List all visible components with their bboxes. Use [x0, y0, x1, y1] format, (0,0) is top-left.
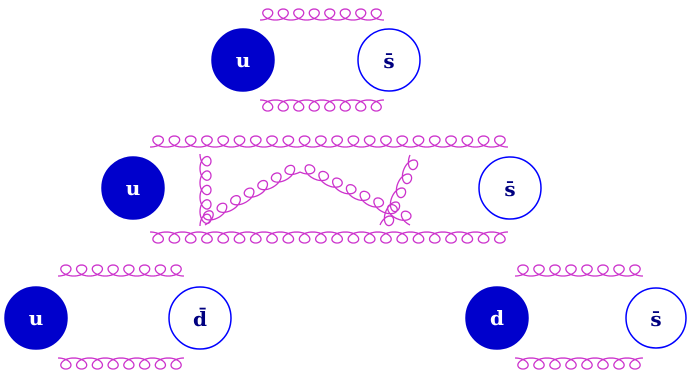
gluon-ud-upper — [57, 264, 185, 277]
gluon-top-lower — [259, 99, 385, 112]
antiquark-s-bar-label: s̄ — [383, 49, 394, 73]
antiquark-d-bar — [168, 286, 232, 350]
gluon-coil — [57, 357, 185, 370]
meson-us-bar-middle: u s̄ — [101, 135, 542, 244]
gluon-coil — [299, 164, 412, 226]
antiquark-s-bar — [625, 287, 687, 349]
quark-u-label: u — [236, 48, 251, 72]
gluon-coil — [199, 153, 212, 227]
gluon-coil — [149, 135, 509, 148]
gluon-coil — [379, 154, 419, 227]
quark-d — [465, 286, 529, 350]
gluon-mid-diag-2 — [299, 164, 412, 226]
quark-u — [4, 286, 68, 350]
gluon-mid-diag-3 — [379, 154, 419, 227]
antiquark-s-bar-label: s̄ — [650, 307, 661, 331]
gluon-coil — [149, 231, 509, 244]
antiquark-s-bar — [357, 28, 421, 92]
gluon-ud-lower — [57, 357, 185, 370]
gluon-ds-upper — [514, 264, 644, 277]
gluon-mid-left-vertical — [199, 153, 212, 227]
quark-u — [211, 28, 275, 92]
antiquark-s-bar-label: s̄ — [504, 177, 515, 201]
gluon-coil — [514, 357, 644, 370]
meson-ud-bar: u d̄ — [4, 264, 232, 370]
gluon-coil — [259, 8, 385, 21]
quark-u — [101, 156, 165, 220]
antiquark-d-bar-label: d̄ — [193, 306, 207, 331]
gluon-top-upper — [259, 8, 385, 21]
gluon-coil — [202, 164, 301, 226]
gluon-coil — [514, 264, 644, 277]
gluon-mid-lower — [149, 231, 509, 244]
gluon-mid-diag-1 — [202, 164, 301, 226]
meson-us-bar-top: u s̄ — [211, 8, 421, 112]
antiquark-s-bar — [478, 156, 542, 220]
quark-u-label: u — [29, 306, 44, 330]
quark-u-label: u — [126, 176, 141, 200]
gluon-coil — [259, 99, 385, 112]
gluon-mid-upper — [149, 135, 509, 148]
gluon-ds-lower — [514, 357, 644, 370]
meson-ds-bar: d s̄ — [465, 264, 687, 370]
quark-d-label: d — [490, 306, 504, 330]
gluon-coil — [57, 264, 185, 277]
